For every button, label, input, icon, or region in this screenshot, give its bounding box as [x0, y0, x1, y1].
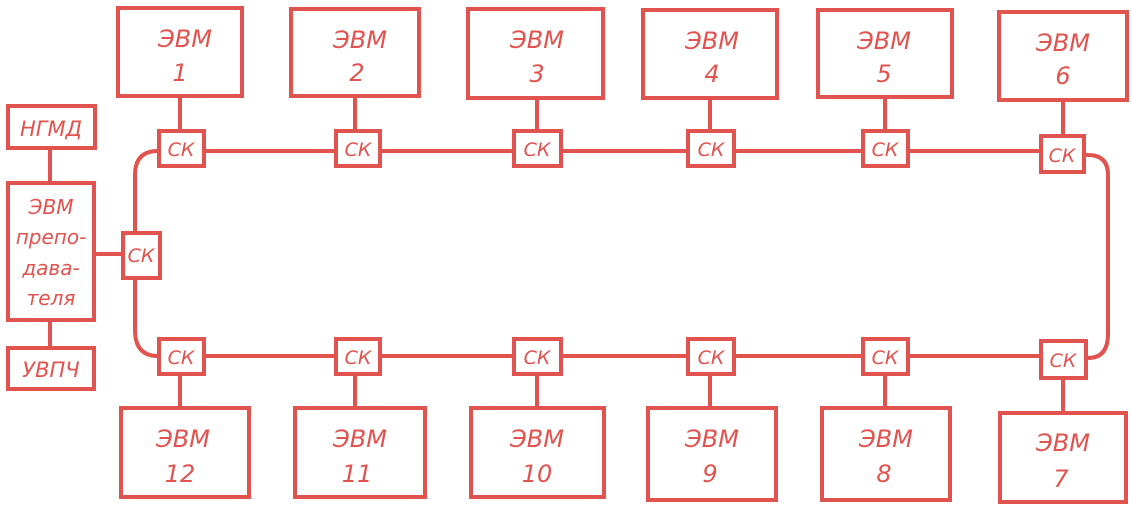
teacher-computer-line: препо- [16, 225, 87, 249]
computer-box [998, 411, 1128, 504]
computer-title: ЭВМ [684, 425, 739, 453]
switch-box [686, 129, 736, 168]
switch-box [157, 129, 206, 168]
switch-label: СК [128, 245, 156, 267]
switch-box [861, 337, 910, 376]
switch-label: СК [872, 139, 900, 161]
teacher-computer-box [6, 181, 96, 322]
computer-number: 5 [876, 60, 891, 88]
computer-title: ЭВМ [858, 425, 913, 453]
computer-number: 6 [1055, 62, 1070, 90]
computer-number: 11 [342, 460, 373, 488]
switch-box [512, 129, 563, 168]
computer-box [469, 406, 606, 499]
computer-title: ЭВМ [509, 425, 564, 453]
computer-box [289, 7, 421, 98]
switch-box [1039, 134, 1086, 174]
computer-title: ЭВМ [157, 25, 212, 53]
switch-label: СК [698, 347, 726, 369]
computer-box [116, 6, 244, 98]
top-computers: ЭВМ 1 ЭВМ 2 ЭВМ 3 ЭВМ 4 ЭВМ 5 ЭВМ 6 [116, 6, 1129, 102]
computer-number: 9 [702, 460, 717, 488]
switch-label: СК [1049, 145, 1077, 167]
computer-box [816, 8, 954, 99]
computer-box [466, 7, 605, 100]
switch-label: СК [345, 347, 373, 369]
switch-box [157, 337, 206, 376]
switch-box [334, 337, 382, 376]
switch-label: СК [345, 139, 373, 161]
switch-box [686, 337, 736, 376]
switch-box [121, 231, 162, 280]
computer-number: 8 [876, 460, 891, 488]
switch-label: СК [872, 347, 900, 369]
computer-number: 2 [349, 59, 364, 87]
switch-label: СК [524, 347, 552, 369]
computer-number: 3 [529, 60, 544, 88]
switch-label: СК [698, 139, 726, 161]
switch-box [861, 129, 910, 168]
computer-box [820, 406, 952, 502]
switch-box [1039, 339, 1088, 380]
computer-title: ЭВМ [856, 27, 911, 55]
storage-label: НГМД [20, 117, 82, 141]
computer-box [293, 406, 427, 499]
computer-number: 10 [522, 460, 553, 488]
output-label: УВПЧ [22, 358, 79, 382]
switch-box [334, 129, 382, 168]
switch-box [512, 337, 563, 376]
computer-number: 1 [172, 59, 187, 87]
teacher-computer-line: дава- [21, 256, 79, 280]
computer-number: 12 [165, 460, 196, 488]
teacher-group: НГМД ЭВМ препо- дава- теля УВПЧ [6, 104, 97, 391]
teacher-computer-line: ЭВМ [28, 195, 74, 219]
computer-title: ЭВМ [1035, 29, 1090, 57]
computer-title: ЭВМ [332, 26, 387, 54]
switch-label: СК [1050, 350, 1078, 372]
computer-box [119, 406, 251, 499]
computer-title: ЭВМ [155, 425, 210, 453]
computer-box [646, 406, 778, 502]
computer-number: 4 [704, 60, 719, 88]
bottom-computers: ЭВМ 12 ЭВМ 11 ЭВМ 10 ЭВМ 9 ЭВМ 8 ЭВМ 7 [119, 406, 1128, 504]
teacher-computer-line: теля [27, 286, 76, 310]
output-box [6, 346, 96, 391]
ring-bus [133, 149, 1110, 360]
computer-title: ЭВМ [1035, 429, 1090, 457]
computer-title: ЭВМ [509, 26, 564, 54]
computer-title: ЭВМ [332, 425, 387, 453]
computer-box [641, 8, 779, 100]
storage-box [6, 104, 97, 150]
switch-label: СК [524, 139, 552, 161]
computer-number: 7 [1053, 465, 1069, 493]
switch-label: СК [168, 139, 196, 161]
computer-title: ЭВМ [684, 27, 739, 55]
switches: СК СК СК СК СК СК СК СК СК СК СК СК СК [121, 129, 1088, 380]
computer-box [997, 10, 1129, 102]
switch-label: СК [168, 347, 196, 369]
